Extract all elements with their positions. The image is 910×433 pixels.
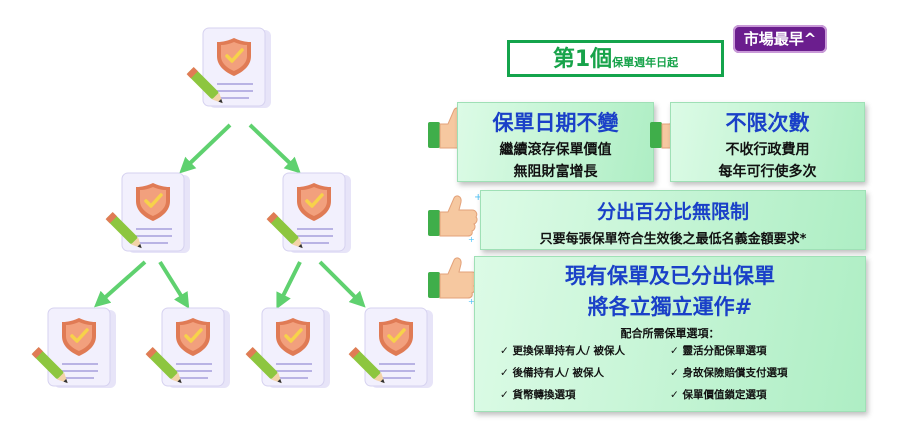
card-independent-operation: 現有保單及已分出保單 將各立獨立運作# 配合所需保單選項：: [474, 256, 866, 412]
card-same-policy-date: 保單日期不變 繼續滾存保單價值 無阻財富增長: [457, 102, 654, 182]
card-title: 將各立獨立運作#: [587, 295, 753, 319]
document-shield-icon: [346, 306, 435, 390]
document-shield-icon: [264, 171, 353, 255]
option-item: ✓ 貨幣轉換選項: [500, 389, 576, 401]
card-title: 分出百分比無限制: [596, 201, 749, 223]
option-item: ✓ 保單價值鎖定選項: [670, 389, 767, 401]
option-item: ✓ 更換保單持有人/ 被保人: [500, 345, 625, 357]
card-line: 不收行政費用: [725, 142, 810, 158]
thumbs-up-icon: [428, 194, 483, 245]
card-line: 每年可行使多次: [718, 164, 817, 180]
first-anniversary-banner: 第1個保單週年日起: [507, 40, 724, 77]
card-line: 無阻財富增長: [513, 164, 598, 180]
market-first-badge: 市場最早^: [733, 25, 827, 53]
banner-main: 第1個: [552, 47, 613, 72]
card-title: 保單日期不變: [492, 111, 619, 135]
policy-tree-diagram: [29, 26, 435, 390]
option-item: ✓ 後備持有人/ 被保人: [500, 367, 604, 379]
card-line: 只要每張保單符合生效後之最低名義金額要求*: [539, 232, 807, 247]
banner-small: 保單週年日起: [612, 56, 679, 69]
option-item: ✓ 身故保險賠償支付選項: [670, 367, 788, 379]
document-shield-icon: [143, 306, 232, 390]
options-right: ✓ 靈活分配保單選項 ✓ 身故保險賠償支付選項 ✓ 保單價值鎖定選項: [670, 340, 787, 406]
document-shield-icon: [184, 26, 273, 110]
card-unlimited-percentage: 分出百分比無限制 只要每張保單符合生效後之最低名義金額要求*: [480, 190, 866, 250]
card-line: 繼續滾存保單價值: [499, 142, 612, 158]
card-title: 現有保單及已分出保單: [565, 264, 775, 288]
card-title: 不限次數: [725, 111, 810, 135]
document-shield-icon: [243, 306, 332, 390]
document-shield-icon: [29, 306, 118, 390]
card-unlimited-times: 不限次數 不收行政費用 每年可行使多次: [670, 102, 865, 182]
options-left: ✓ 更換保單持有人/ 被保人 ✓ 後備持有人/ 被保人 ✓ 貨幣轉換選項: [500, 340, 625, 406]
tree-arrows: [94, 123, 366, 310]
option-item: ✓ 靈活分配保單選項: [670, 345, 767, 357]
options-intro: 配合所需保單選項：: [620, 327, 720, 340]
document-shield-icon: [103, 171, 192, 255]
